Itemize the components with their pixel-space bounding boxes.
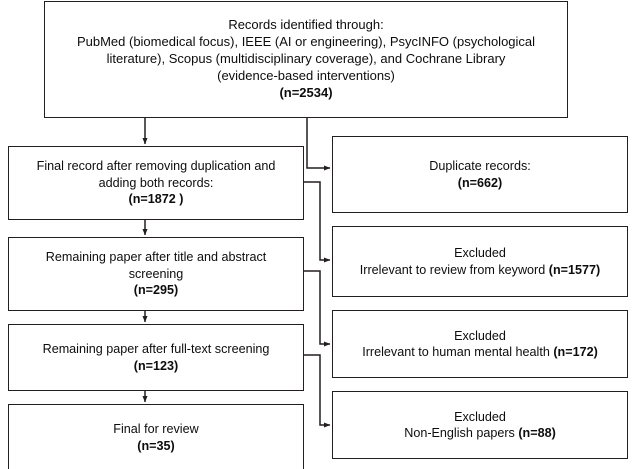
final-review-label: Final for review (113, 422, 199, 437)
connector-title-abstract-to-excluded-mental (304, 270, 331, 347)
box-records-identified: Records identified through: PubMed (biom… (44, 1, 568, 118)
box-fulltext-screening: Remaining paper after full-text screenin… (8, 324, 304, 391)
title-abstract-label: Remaining paper after title and abstract… (45, 250, 267, 281)
fulltext-label: Remaining paper after full-text screenin… (42, 342, 270, 357)
records-identified-count: (n=2534) (279, 84, 333, 100)
excluded-keyword-label: Excluded (454, 246, 506, 261)
excluded-keyword-detail: Irrelevant to review from keyword (359, 262, 549, 277)
final-record-label: Final record after removing duplication … (36, 159, 276, 190)
box-records-identified-text: Records identified through: PubMed (biom… (71, 17, 541, 101)
box-final-review-text: Final for review(n=35) (107, 421, 204, 454)
excluded-mental-health-label: Excluded (454, 328, 506, 343)
connector-final-record-to-excluded-keyword (304, 181, 331, 263)
box-title-abstract-screening: Remaining paper after title and abstract… (8, 237, 304, 311)
box-fulltext-text: Remaining paper after full-text screenin… (37, 341, 276, 374)
title-abstract-count: (n=295) (133, 283, 179, 298)
box-title-abstract-text: Remaining paper after title and abstract… (40, 249, 273, 298)
duplicate-records-count: (n=662) (457, 175, 503, 190)
connector-identified-to-duplicates (306, 118, 331, 171)
box-final-for-review: Final for review(n=35) (8, 404, 304, 469)
final-record-count: (n=1872 ) (128, 192, 184, 207)
fulltext-count: (n=123) (133, 358, 179, 373)
excluded-non-english-detail: Non-English papers (404, 426, 519, 440)
box-duplicate-records: Duplicate records:(n=662) (332, 136, 628, 213)
excluded-non-english-label: Excluded (454, 409, 506, 424)
excluded-mental-health-count: (n=172) (553, 345, 598, 359)
duplicate-records-label: Duplicate records: (429, 159, 531, 174)
excluded-keyword-count: (n=1577) (548, 262, 601, 277)
box-duplicate-records-text: Duplicate records:(n=662) (423, 158, 537, 191)
final-review-count: (n=35) (137, 438, 175, 453)
connector-fulltext-to-excluded-non-english (304, 354, 331, 428)
box-final-record: Final record after removing duplication … (8, 146, 304, 220)
excluded-mental-health-detail: Irrelevant to human mental health (362, 345, 554, 359)
excluded-non-english-count: (n=88) (518, 426, 556, 440)
box-final-record-text: Final record after removing duplication … (31, 158, 282, 207)
records-identified-body: Records identified through: PubMed (biom… (76, 17, 536, 83)
